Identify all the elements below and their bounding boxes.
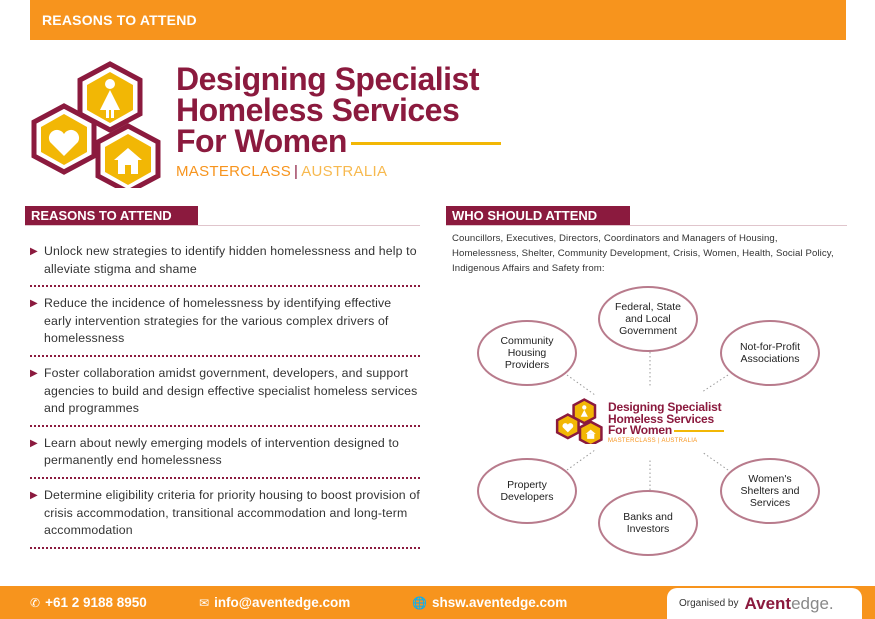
- node-label: Property Developers: [500, 479, 554, 503]
- page-title: Designing Specialist Homeless Services F…: [176, 61, 501, 159]
- node-federal-government: Federal, State and Local Government: [598, 286, 698, 352]
- center-title-line-1: Designing Specialist: [608, 400, 722, 414]
- subtitle-region: AUSTRALIA: [301, 163, 388, 180]
- reasons-heading-rule: [25, 225, 420, 226]
- who-intro: Councillors, Executives, Directors, Coor…: [452, 233, 834, 274]
- title-line-1: Designing Specialist: [176, 61, 479, 97]
- node-label: Women's Shelters and Services: [740, 473, 800, 509]
- center-title-rule: [673, 429, 724, 432]
- organiser-logo: Aventedge.: [744, 594, 833, 614]
- center-hexagon-logo-icon: [555, 398, 603, 444]
- center-title-line-2: Homeless Services: [608, 411, 715, 426]
- organiser-badge: Organised by Aventedge.: [667, 588, 862, 619]
- node-property-developers: Property Developers: [477, 458, 577, 524]
- organised-by-label: Organised by: [679, 598, 739, 609]
- list-item: ▶ Determine eligibility criteria for prio…: [30, 487, 420, 549]
- top-banner-label: REASONS TO ATTEND: [42, 12, 197, 28]
- node-label: Not-for-Profit Associations: [739, 341, 801, 365]
- footer-email[interactable]: ✉ info@aventedge.com: [199, 595, 350, 610]
- subtitle-masterclass: MASTERCLASS: [176, 163, 291, 180]
- arrow-right-icon: ▶: [30, 437, 38, 449]
- node-label: Banks and Investors: [623, 511, 673, 535]
- reasons-heading: REASONS TO ATTEND: [25, 206, 198, 226]
- list-item: ▶ Foster collaboration amidst government,…: [30, 365, 420, 427]
- website-text: shsw.aventedge.com: [431, 595, 568, 610]
- reason-text: Reduce the incidence of homelessness by …: [44, 296, 392, 346]
- hexagon-logo-icon: [31, 61, 161, 188]
- title-line-3-text: For Women: [176, 123, 347, 159]
- reason-text: Unlock new strategies to identify hidden…: [44, 244, 417, 276]
- reason-text: Determine eligibility criteria for prior…: [44, 487, 420, 538]
- node-banks-investors: Banks and Investors: [598, 490, 698, 556]
- top-banner: REASONS TO ATTEND: [30, 0, 846, 40]
- center-title-line-3: For Women: [608, 423, 724, 437]
- node-womens-shelters: Women's Shelters and Services: [720, 458, 820, 524]
- arrow-right-icon: ▶: [30, 298, 38, 310]
- email-text: info@aventedge.com: [214, 595, 351, 610]
- reasons-list: ▶ Unlock new strategies to identify hidde…: [30, 243, 420, 557]
- list-item: ▶ Unlock new strategies to identify hidde…: [30, 243, 420, 288]
- envelope-icon: ✉: [199, 595, 210, 610]
- reason-text: Foster collaboration amidst government, …: [44, 365, 418, 416]
- who-heading: WHO SHOULD ATTEND: [446, 206, 630, 226]
- footer-bar: ✆ +61 2 9188 8950 ✉ info@aventedge.com 🌐 sh…: [0, 586, 875, 619]
- arrow-right-icon: ▶: [30, 489, 38, 501]
- arrow-right-icon: ▶: [30, 367, 38, 379]
- center-title: Designing Specialist Homeless Services F…: [608, 400, 724, 437]
- who-heading-rule: [446, 225, 847, 226]
- node-label: Community Housing Providers: [500, 335, 554, 371]
- phone-icon: ✆: [30, 595, 41, 610]
- arrow-right-icon: ▶: [30, 246, 38, 257]
- footer-phone[interactable]: ✆ +61 2 9188 8950: [30, 595, 147, 610]
- audience-diagram: Federal, State and Local Government Comm…: [470, 280, 830, 565]
- node-label: Federal, State and Local Government: [615, 301, 681, 337]
- list-item: ▶ Learn about newly emerging models of in…: [30, 435, 420, 479]
- reason-text: Learn about newly emerging models of int…: [44, 435, 400, 468]
- globe-icon: 🌐: [412, 595, 427, 610]
- list-item: ▶ Reduce the incidence of homelessness by…: [30, 295, 420, 357]
- title-line-2: Homeless Services: [176, 92, 460, 128]
- title-line-3: For Women: [176, 123, 501, 159]
- phone-text: +61 2 9188 8950: [45, 595, 147, 610]
- subtitle-separator: |: [294, 163, 299, 180]
- connector-lines: [566, 352, 729, 490]
- brand-part-b: edge.: [791, 593, 834, 613]
- brand-part-a: Avent: [744, 593, 792, 613]
- node-community-housing: Community Housing Providers: [477, 320, 577, 386]
- footer-website[interactable]: 🌐 shsw.aventedge.com: [412, 595, 567, 610]
- page-subtitle: MASTERCLASS|AUSTRALIA: [176, 163, 387, 180]
- node-not-for-profit: Not-for-Profit Associations: [720, 320, 820, 386]
- title-rule: [350, 142, 501, 146]
- center-title-line-3-text: For Women: [608, 423, 672, 437]
- center-subtitle: MASTERCLASS | AUSTRALIA: [608, 438, 698, 444]
